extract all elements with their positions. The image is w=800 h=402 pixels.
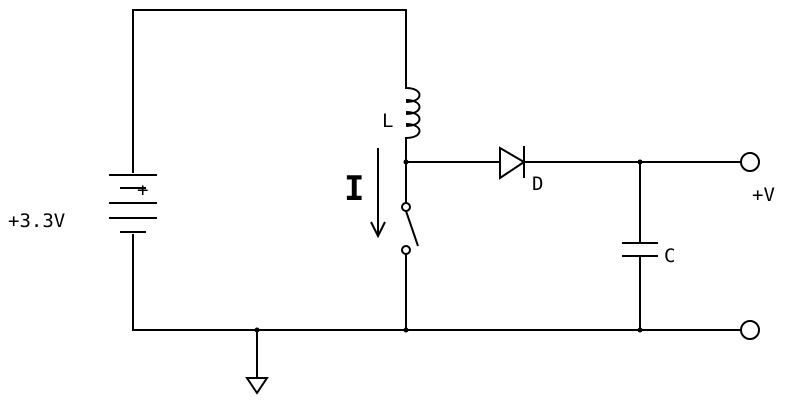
battery-plus-label: +	[137, 179, 148, 201]
switch-symbol	[401, 202, 419, 255]
output-terminal-ground	[740, 320, 760, 340]
junction-dots	[254, 159, 643, 333]
diode-symbol	[499, 146, 526, 180]
wiring	[132, 9, 742, 379]
diode-label: D	[532, 173, 543, 195]
capacitor-symbol	[622, 242, 658, 257]
current-arrow-icon	[370, 148, 386, 239]
inductor-label: L	[382, 110, 393, 132]
battery-symbol	[109, 174, 157, 233]
output-terminals	[740, 152, 760, 340]
output-terminal-positive	[740, 152, 760, 172]
capacitor-label: C	[664, 245, 675, 267]
ground-icon	[245, 377, 269, 395]
supply-voltage-label: +3.3V	[8, 210, 65, 232]
current-label: I	[344, 169, 364, 209]
inductor-symbol	[405, 87, 421, 139]
output-voltage-label: +V	[752, 184, 775, 206]
